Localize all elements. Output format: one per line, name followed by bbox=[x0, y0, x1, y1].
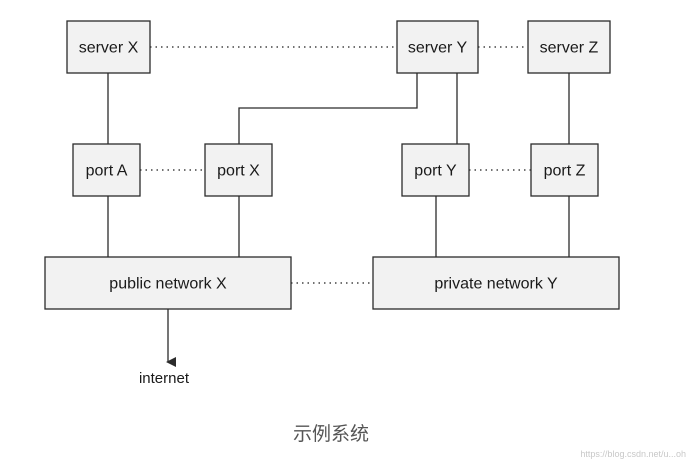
node-port-y: port Y bbox=[401, 143, 470, 197]
node-port-z: port Z bbox=[530, 143, 599, 197]
diagram-caption: 示例系统 bbox=[293, 423, 369, 445]
node-port-y-label: port Y bbox=[414, 163, 457, 180]
node-public-network-x: public network X bbox=[44, 256, 292, 310]
node-server-y-label: server Y bbox=[408, 40, 468, 57]
node-port-a-label: port A bbox=[86, 163, 128, 180]
node-port-x: port X bbox=[204, 143, 273, 197]
node-server-x-label: server X bbox=[79, 40, 139, 57]
node-port-z-label: port Z bbox=[544, 163, 586, 180]
node-port-x-label: port X bbox=[217, 163, 260, 180]
node-server-z-label: server Z bbox=[540, 40, 599, 57]
node-server-z: server Z bbox=[527, 20, 611, 74]
watermark-url: https://blog.csdn.net/u...oh bbox=[580, 449, 686, 459]
internet-label: internet bbox=[139, 370, 190, 387]
node-public-network-x-label: public network X bbox=[109, 276, 227, 293]
link-server-y-port-x bbox=[238, 73, 418, 144]
node-server-x: server X bbox=[66, 20, 151, 74]
node-private-network-y-label: private network Y bbox=[434, 276, 558, 293]
node-server-y: server Y bbox=[396, 20, 479, 74]
node-port-a: port A bbox=[72, 143, 141, 197]
node-private-network-y: private network Y bbox=[372, 256, 620, 310]
